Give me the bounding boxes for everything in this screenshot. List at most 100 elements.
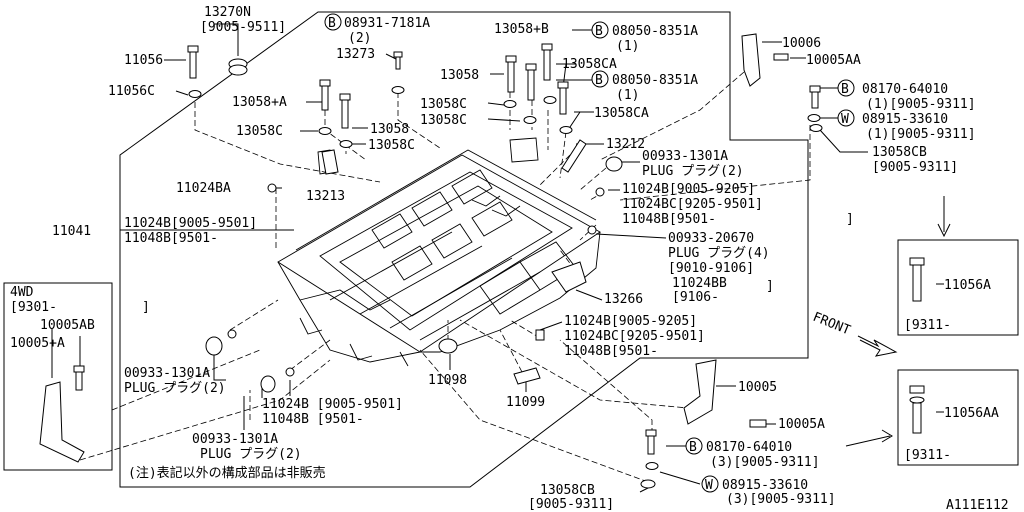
part-label: 00933-1301A [642, 149, 728, 164]
solid-leader-lines [51, 23, 944, 493]
bolt-13058-pair [339, 93, 351, 129]
bracket-13213 [321, 149, 339, 175]
part-label: [9301- [10, 300, 57, 315]
part-label: (3)[9005-9311] [726, 492, 836, 507]
washer-13058C-b [339, 140, 353, 148]
bolt-13058A [319, 79, 331, 111]
part-label: 13270N [204, 5, 251, 20]
part-label: 13058 [370, 122, 409, 137]
part-label: (1)[9005-9311] [866, 127, 976, 142]
part-label: ] [846, 212, 854, 227]
part-label: 08915-33610 [862, 112, 948, 127]
w-symbol-icon [701, 475, 719, 493]
part-label: [9106- [672, 290, 719, 305]
plug-11024-small-b [285, 367, 295, 377]
part-label: 11048B[9501- [622, 212, 716, 227]
plug-11098 [438, 338, 458, 354]
washer-13058C-d [523, 116, 537, 124]
part-label: 11048B [9501- [262, 412, 364, 427]
part-label: (3)[9005-9311] [710, 455, 820, 470]
part-label: 00933-20670 [668, 231, 754, 246]
part-label: 11048B[9501- [124, 231, 218, 246]
footnote: (注)表記以外の構成部品は非販売 [128, 465, 326, 481]
washer-13058CA-a [543, 96, 557, 104]
part-label: 11024BC[9205-9501] [622, 197, 763, 212]
plug-11024BA [267, 183, 277, 193]
part-label: PLUG プラグ(2) [200, 447, 302, 462]
components [39, 33, 951, 489]
washer-13058C-a [318, 127, 332, 135]
part-label: 13058+A [232, 95, 287, 110]
part-label: (1) [616, 39, 639, 54]
part-label: 11024BA [176, 181, 231, 196]
bracket-13266 [551, 261, 587, 293]
bolt-08170b [645, 429, 657, 455]
plug-11024B-lower [535, 329, 545, 341]
bolt-10005AA [773, 53, 789, 61]
part-label: 10005A [778, 417, 825, 432]
part-label: ] [766, 279, 774, 294]
part-label: 13058C [236, 124, 283, 139]
part-label: 4WD [10, 285, 34, 300]
part-label: 08170-64010 [862, 82, 948, 97]
part-label: 10005AB [40, 318, 95, 333]
arrow-right-icon [845, 429, 893, 447]
part-label: 13213 [306, 189, 345, 204]
part-label: 11056A [944, 278, 991, 293]
part-label: 10006 [782, 36, 821, 51]
part-label: (2) [348, 31, 371, 46]
washer-13058CB-a [809, 124, 823, 132]
b-symbol-icon [591, 21, 609, 39]
b-symbol-icon [324, 13, 342, 31]
part-labels: 13270N [9005-9511] 11056 11056C 08931-71… [10, 5, 1009, 512]
part-label: [9311- [904, 448, 951, 463]
part-label: [9005-9311] [528, 497, 614, 512]
part-label: 08915-33610 [722, 478, 808, 493]
part-label: 13058CB [872, 145, 927, 160]
w-symbol-icon [837, 109, 855, 127]
cylinder-head-body [277, 137, 601, 367]
part-label: 11024B[9005-9501] [124, 216, 257, 231]
b-symbol-text: B [595, 24, 603, 39]
arrow-down-icon [937, 196, 951, 238]
part-label: 13058C [420, 97, 467, 112]
part-label: 11024BB [672, 276, 727, 291]
part-label: 10005+A [10, 336, 65, 351]
bolt-08050b [557, 81, 569, 115]
part-label: 10005AA [806, 53, 861, 68]
bolt-13058-center [505, 55, 537, 101]
plug-00933-1301A-c [260, 375, 276, 393]
bolt-11056AA [909, 385, 925, 434]
leader-lines [79, 71, 811, 483]
part-label: 11024B[9005-9205] [622, 182, 755, 197]
b-symbol-text: B [328, 16, 336, 31]
bolt-4wd [73, 365, 85, 391]
part-label: PLUG プラグ(2) [124, 381, 226, 396]
part-label: 00933-1301A [192, 432, 278, 447]
bolt-13058B [541, 43, 553, 81]
part-label: ] [142, 300, 150, 315]
b-symbol-icon [591, 70, 609, 88]
part-label: 08170-64010 [706, 440, 792, 455]
part-label: 11099 [506, 395, 545, 410]
part-label: 13273 [336, 47, 375, 62]
plug-11024-small-a [227, 329, 237, 339]
part-label: (1)[9005-9311] [866, 97, 976, 112]
front-arrow-icon [857, 335, 898, 357]
part-label: 13058C [368, 138, 415, 153]
part-label: 13058 [440, 68, 479, 83]
w-symbol-text: W [705, 478, 713, 493]
bolt-08170a [809, 85, 821, 109]
washer-13058CB-b [640, 479, 656, 489]
part-label: 13212 [606, 137, 645, 152]
plug-11024B-right [595, 187, 605, 197]
pipe-13212 [561, 139, 587, 173]
part-label: 00933-1301A [124, 366, 210, 381]
part-label: 13058CB [540, 483, 595, 498]
bracket-10006 [741, 33, 761, 87]
part-label: [9005-9311] [872, 160, 958, 175]
part-label: 11056 [124, 53, 163, 68]
bracket-10005 [683, 359, 717, 425]
part-label: [9005-9511] [200, 20, 286, 35]
